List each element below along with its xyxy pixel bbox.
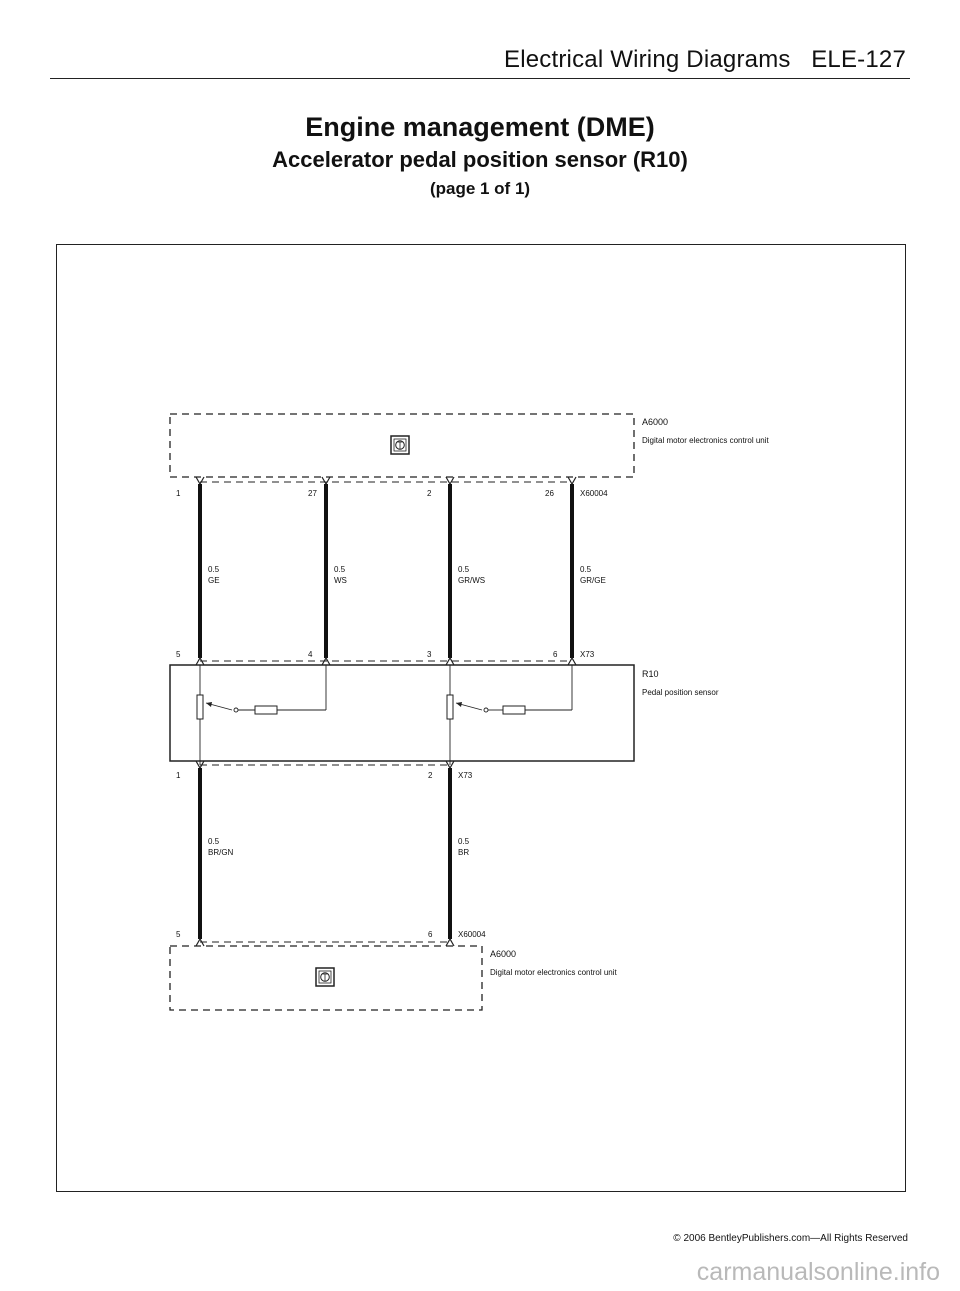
potentiometer-1-icon <box>196 665 327 765</box>
bottom-unit-pin-6: 6 <box>428 930 433 939</box>
sensor-pin-3: 3 <box>427 650 432 659</box>
potentiometer-2-icon <box>446 665 573 765</box>
bottom-unit-connector: 5 6 X60004 <box>176 930 486 947</box>
diagram-frame <box>56 244 906 1192</box>
diagram-subtitle: Accelerator pedal position sensor (R10) <box>272 147 688 172</box>
top-unit-name: Digital motor electronics control unit <box>642 436 769 445</box>
sensor-bottom-pin-1: 1 <box>176 771 181 780</box>
wire-color-ws: WS <box>334 576 347 585</box>
top-connector: 1 27 2 26 X60004 <box>176 476 608 498</box>
sensor-pin-5: 5 <box>176 650 181 659</box>
top-control-unit: A6000 Digital motor electronics control … <box>169 413 769 478</box>
watermark: carmanualsonline.info <box>696 1258 940 1286</box>
sensor-r10: R10 Pedal position sensor <box>169 664 719 765</box>
wire-gauge-br: 0.5 <box>458 837 470 846</box>
ecu-icon <box>315 967 335 987</box>
sensor-pin-4: 4 <box>308 650 313 659</box>
sensor-bottom-pin-2: 2 <box>428 771 433 780</box>
wire-color-ge: GE <box>208 576 220 585</box>
sensor-name: Pedal position sensor <box>642 688 719 697</box>
sensor-top-connector: 5 4 3 6 X73 <box>176 650 595 666</box>
top-pin-27: 27 <box>308 489 317 498</box>
wire-gauge-ws: 0.5 <box>334 565 346 574</box>
copyright-footer: © 2006 BentleyPublishers.com—All Rights … <box>673 1233 908 1244</box>
top-connector-label: X60004 <box>580 489 608 498</box>
sensor-pin-6: 6 <box>553 650 558 659</box>
wire-color-grws: GR/WS <box>458 576 485 585</box>
sensor-bottom-connector: 1 2 X73 <box>176 760 473 780</box>
wire-gauge-ge: 0.5 <box>208 565 220 574</box>
page-header-text: Electrical Wiring Diagrams ELE-127 <box>504 46 906 73</box>
bottom-unit-name: Digital motor electronics control unit <box>490 968 617 977</box>
top-pin-26: 26 <box>545 489 554 498</box>
bottom-unit-id: A6000 <box>490 949 516 959</box>
title-block: Engine management (DME) Accelerator peda… <box>0 112 960 199</box>
sensor-top-connector-label: X73 <box>580 650 595 659</box>
wire-color-br: BR <box>458 848 469 857</box>
page-indicator: (page 1 of 1) <box>429 179 531 198</box>
bottom-wires: 0.5 BR/GN 0.5 BR <box>198 768 470 939</box>
wire-color-brgn: BR/GN <box>208 848 234 857</box>
page-header: Electrical Wiring Diagrams ELE-127 <box>50 44 910 79</box>
top-pin-1: 1 <box>176 489 181 498</box>
sensor-id: R10 <box>642 669 659 679</box>
diagram-title: Engine management (DME) <box>305 112 655 142</box>
sensor-bottom-connector-label: X73 <box>458 771 473 780</box>
top-wires: 0.5 GE 0.5 WS 0.5 GR/WS 0.5 GR/GE <box>198 484 606 658</box>
wire-gauge-brgn: 0.5 <box>208 837 220 846</box>
top-pin-2: 2 <box>427 489 432 498</box>
wire-color-grge: GR/GE <box>580 576 606 585</box>
bottom-unit-pin-5: 5 <box>176 930 181 939</box>
bottom-control-unit: A6000 Digital motor electronics control … <box>169 945 617 1011</box>
top-unit-id: A6000 <box>642 417 668 427</box>
wire-gauge-grws: 0.5 <box>458 565 470 574</box>
wire-gauge-grge: 0.5 <box>580 565 592 574</box>
ecu-icon <box>390 435 410 455</box>
bottom-unit-connector-label: X60004 <box>458 930 486 939</box>
